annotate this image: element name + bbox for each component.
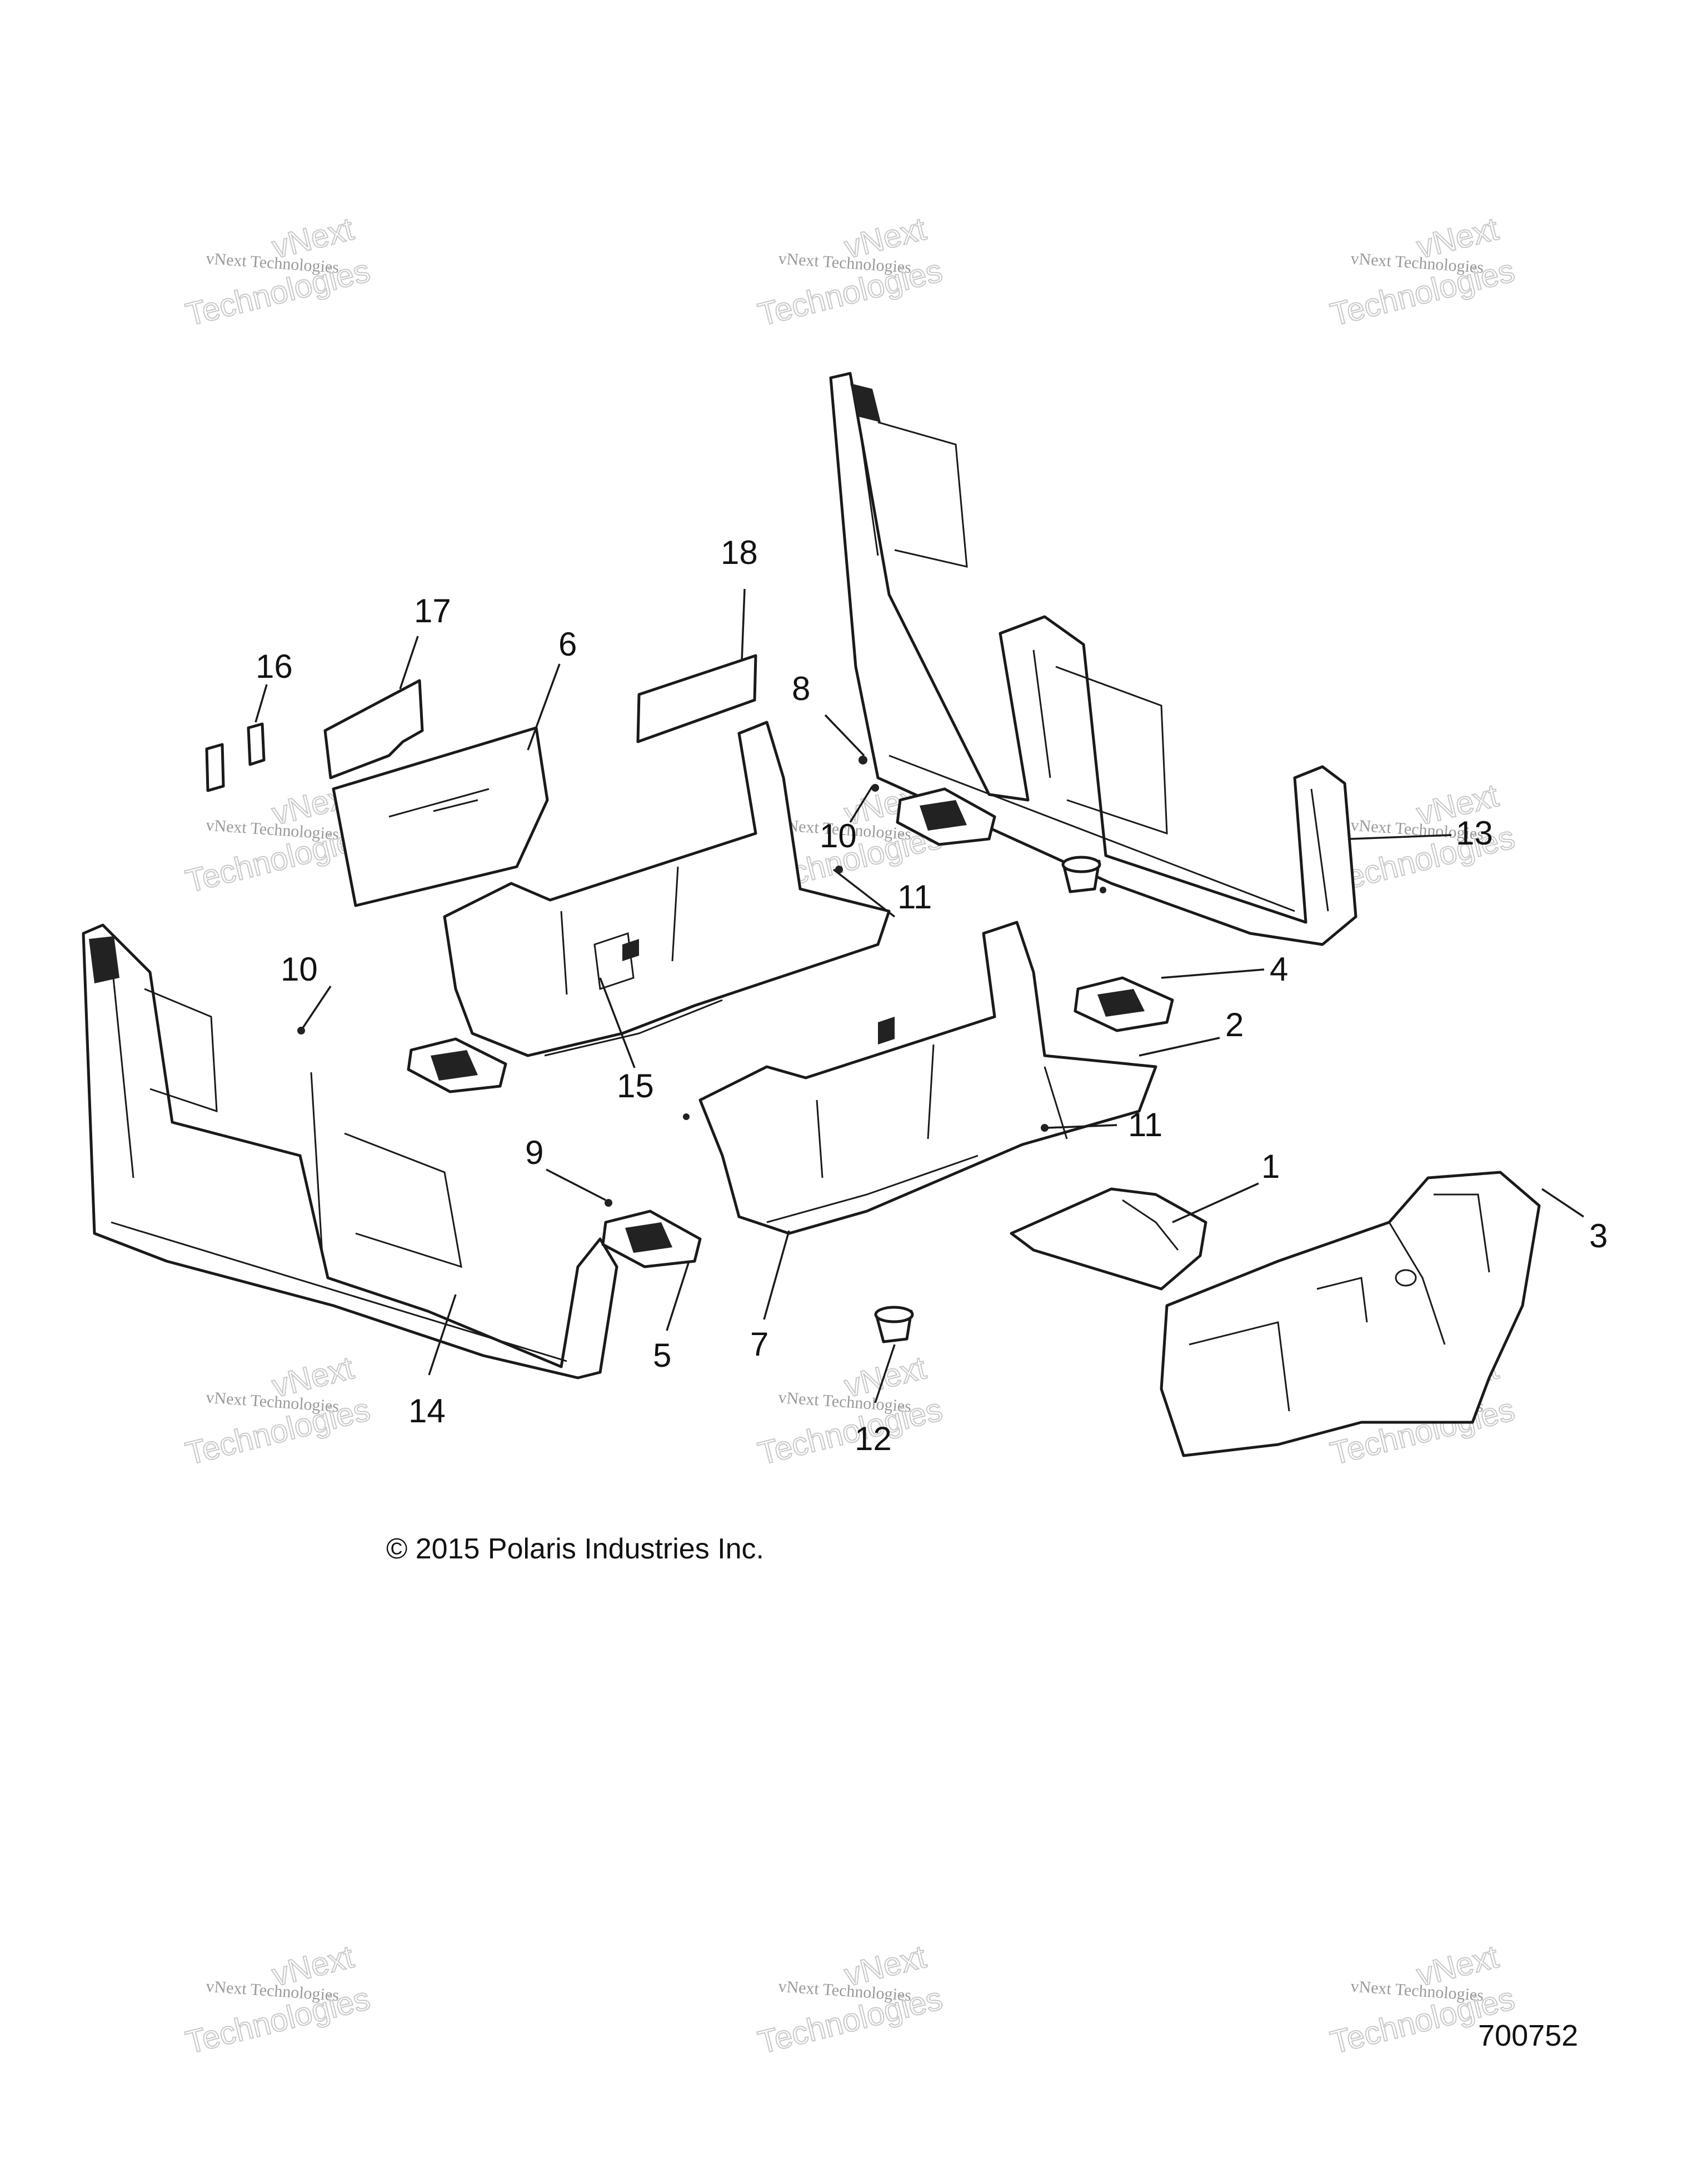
callout-3: 3 bbox=[1589, 1217, 1608, 1255]
leader-lines bbox=[254, 588, 1584, 1403]
callout-9: 9 bbox=[525, 1134, 543, 1171]
callout-12: 12 bbox=[855, 1420, 892, 1457]
copyright-notice: © 2015 Polaris Industries Inc. bbox=[386, 1533, 764, 1565]
part-step-plate-upper bbox=[896, 787, 996, 846]
part-14-front-side-panel bbox=[82, 923, 618, 1380]
part-15-rear-floor-tray bbox=[443, 721, 891, 1057]
callout-18: 18 bbox=[721, 534, 758, 571]
callout-5: 5 bbox=[653, 1337, 671, 1374]
part-3-front-dash bbox=[1160, 1171, 1541, 1457]
callout-1: 1 bbox=[1261, 1148, 1280, 1185]
part-16-pads bbox=[205, 722, 266, 792]
part-6-firewall-panel bbox=[332, 726, 549, 907]
diagram-id: 700752 bbox=[1478, 2019, 1578, 2052]
part-4-step-plate bbox=[1074, 976, 1174, 1032]
callout-14: 14 bbox=[408, 1392, 446, 1430]
callout-10-left: 10 bbox=[281, 951, 318, 988]
part-12-cup-holder bbox=[874, 1306, 914, 1343]
callout-15: 15 bbox=[617, 1067, 654, 1105]
part-12-cup-holder-upper bbox=[1061, 856, 1101, 893]
callout-10-center: 10 bbox=[820, 817, 857, 854]
part-7-front-floor-tray bbox=[698, 921, 1157, 1235]
callout-labels: 1 2 3 4 5 6 7 8 9 10 10 11 11 12 13 14 1… bbox=[256, 534, 1608, 1457]
part-17-panel bbox=[323, 679, 424, 779]
part-18-panel bbox=[636, 654, 757, 743]
callout-11-upper: 11 bbox=[897, 878, 932, 916]
callout-6: 6 bbox=[558, 626, 577, 663]
callout-11-lower: 11 bbox=[1128, 1106, 1162, 1143]
callout-13: 13 bbox=[1456, 814, 1493, 852]
callout-2: 2 bbox=[1225, 1006, 1244, 1043]
callout-7: 7 bbox=[750, 1326, 768, 1363]
part-1-heat-shield bbox=[1010, 1187, 1207, 1291]
callout-8: 8 bbox=[792, 670, 810, 707]
callout-16: 16 bbox=[256, 648, 293, 685]
fasteners bbox=[297, 756, 1106, 1207]
callout-4: 4 bbox=[1270, 951, 1288, 988]
part-5-step-plate bbox=[601, 1210, 702, 1268]
callout-17: 17 bbox=[414, 592, 451, 629]
part-step-plate-mid bbox=[407, 1037, 507, 1093]
